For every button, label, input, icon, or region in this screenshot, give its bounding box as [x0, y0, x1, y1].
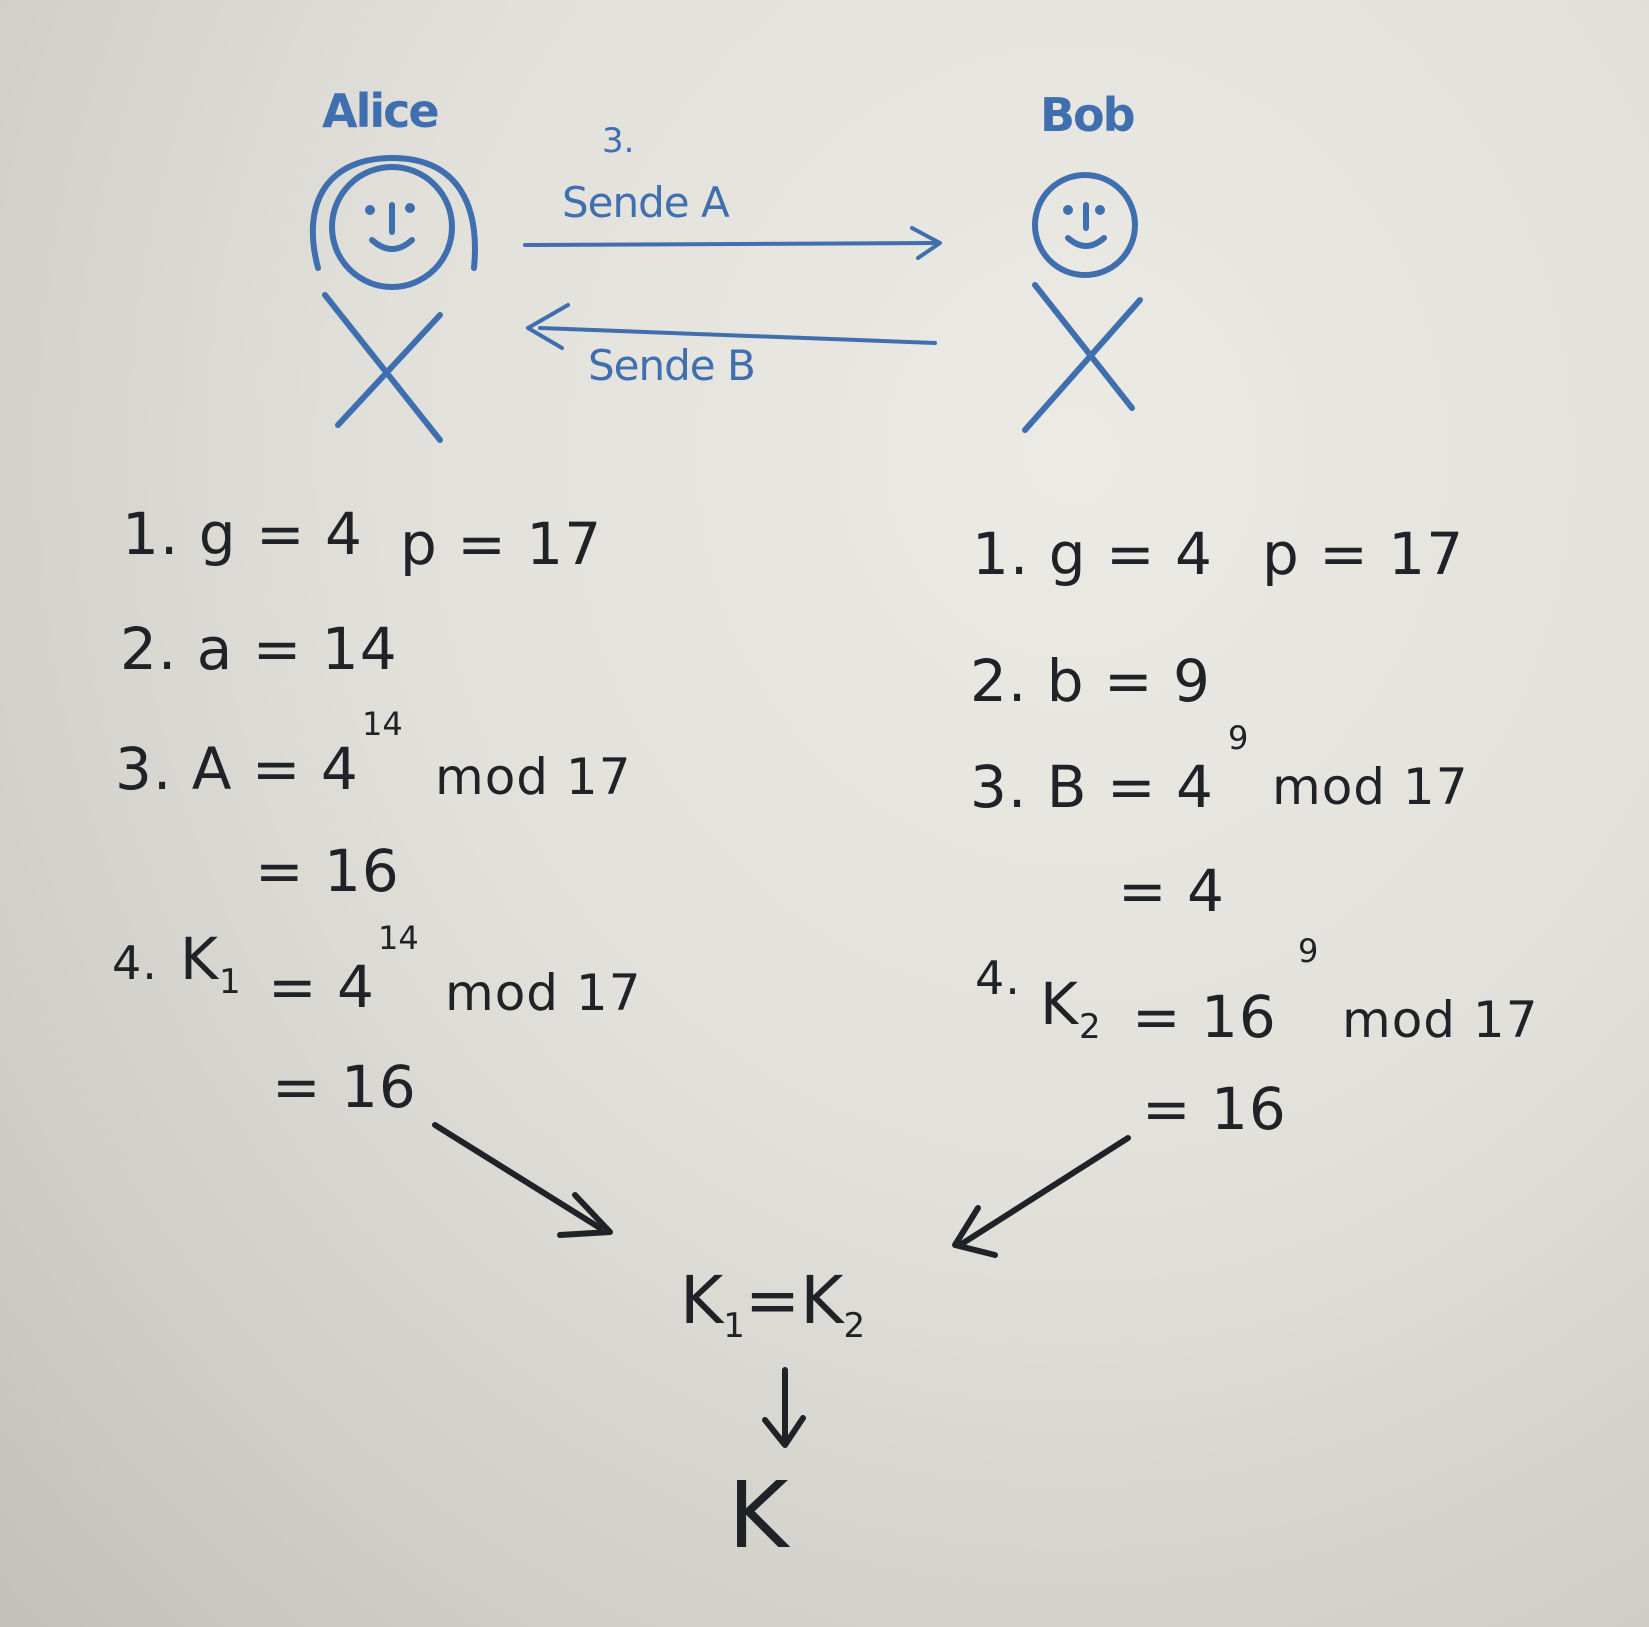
bob-eye-left	[1063, 205, 1073, 215]
send-b-arrow-line	[538, 326, 937, 345]
alice-step4-result: = 16	[272, 1053, 417, 1121]
alice-hair	[309, 154, 478, 271]
alice-to-key-arrowhead	[557, 1192, 613, 1238]
alice-step4-mod: mod 17	[445, 964, 642, 1022]
bob-step1-g: 1. g = 4	[972, 520, 1213, 588]
bob-step3-mod: mod 17	[1272, 758, 1469, 816]
bob-step4-subscript: 2	[1079, 1007, 1102, 1047]
bob-step4-eq: = 16	[1132, 983, 1277, 1051]
send-a-arrowhead	[910, 226, 942, 260]
key-equality-k2: K	[800, 1262, 844, 1339]
alice-step4-k: K	[180, 925, 220, 993]
exchange-step-label: 3.	[602, 121, 635, 161]
alice-step1-g: 1. g = 4	[122, 500, 363, 568]
key-equality-sign: =	[744, 1262, 801, 1339]
key-equality-k1: K	[680, 1262, 724, 1339]
alice-figure	[309, 154, 478, 443]
bob-step4-k: K	[1040, 970, 1080, 1038]
alice-step4-num: 4.	[112, 936, 158, 990]
exchange-arrows	[523, 226, 942, 350]
send-b-arrowhead	[526, 303, 570, 350]
bob-head	[1032, 172, 1138, 278]
alice-step2: 2. a = 14	[120, 615, 398, 683]
bob-name: Bob	[1040, 88, 1136, 142]
bob-figure	[1022, 172, 1143, 433]
bob-step2: 2. b = 9	[970, 647, 1211, 715]
bob-step4-num: 4.	[975, 951, 1021, 1005]
key-equality-k1-subscript: 1	[723, 1306, 745, 1346]
alice-eye-left	[365, 205, 375, 215]
bob-step4-key: K2	[1040, 975, 1102, 1044]
alice-smile	[369, 237, 415, 252]
bob-step1-p: p = 17	[1262, 520, 1465, 588]
bob-step3-result: = 4	[1118, 857, 1225, 925]
bob-step3-exponent: 9	[1228, 719, 1249, 757]
alice-head	[329, 164, 455, 290]
bob-body-stroke-1	[1032, 282, 1135, 411]
alice-step3: 3. A = 4	[115, 735, 359, 803]
alice-step4-key: K1	[180, 930, 242, 999]
bob-body-stroke-2	[1022, 297, 1143, 433]
send-a-arrow-line	[523, 241, 937, 247]
key-equality: K1=K2	[680, 1268, 865, 1344]
bob-step4-result: = 16	[1142, 1075, 1287, 1143]
alice-step4-subscript: 1	[219, 962, 242, 1002]
alice-step3-mod: mod 17	[435, 748, 632, 806]
bob-to-key-arrowhead	[952, 1205, 998, 1258]
bob-step4-mod: mod 17	[1342, 991, 1539, 1049]
alice-step3-exponent: 14	[362, 705, 403, 743]
bob-to-key-arrow-line	[957, 1135, 1131, 1248]
send-b-label: Sende B	[588, 341, 756, 390]
alice-body-stroke-1	[322, 292, 443, 443]
alice-to-key-arrow-line	[432, 1122, 603, 1231]
bob-step4-exponent: 9	[1298, 932, 1319, 970]
alice-step3-result: = 16	[255, 837, 400, 905]
send-a-label: Sende A	[562, 178, 730, 227]
alice-name: Alice	[322, 84, 440, 138]
bob-eye-right	[1095, 205, 1105, 215]
down-arrowhead	[762, 1415, 806, 1448]
bob-step3: 3. B = 4	[970, 753, 1214, 821]
result-arrows	[432, 1122, 1131, 1448]
alice-step4-exponent: 14	[378, 919, 419, 957]
alice-body-stroke-2	[335, 312, 443, 428]
alice-step1-p: p = 17	[400, 510, 603, 578]
bob-smile	[1065, 235, 1107, 249]
key-equality-k2-subscript: 2	[843, 1306, 866, 1346]
alice-step4-eq: = 4	[268, 953, 375, 1021]
alice-eye-right	[405, 203, 415, 213]
final-key: K	[728, 1462, 789, 1569]
